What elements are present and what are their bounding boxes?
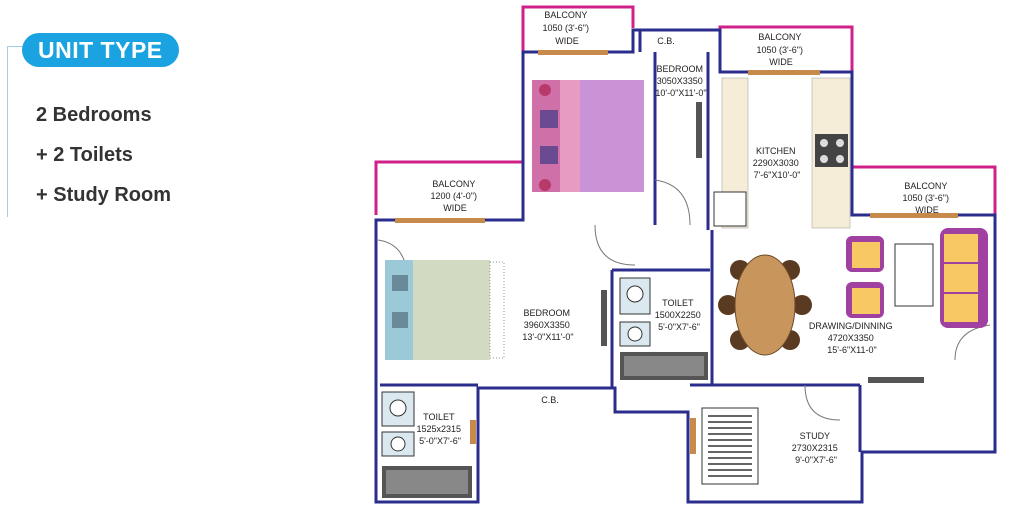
label-toilet-center: TOILET 1500X2250 5'-0"X7'-6" — [655, 298, 704, 332]
label-balcony-kitchen-size: 1050 (3'-6") — [757, 45, 803, 55]
label-balcony-left-name: BALCONY — [432, 179, 475, 189]
label-balcony-kitchen-width: WIDE — [769, 57, 793, 67]
label-toilet-left: TOILET 1525x2315 5'-0"X7'-6" — [416, 412, 463, 446]
label-toilet-left-name: TOILET — [423, 412, 455, 422]
label-toilet-center-name: TOILET — [662, 298, 694, 308]
feature-study-room: + Study Room — [36, 184, 172, 206]
label-kitchen-name: KITCHEN — [756, 146, 796, 156]
label-bedroom-top-size: 3050X3350 — [657, 76, 703, 86]
feature-toilets: + 2 Toilets — [36, 144, 133, 166]
info-bracket — [7, 46, 24, 217]
kitchen-counter-icon — [713, 77, 851, 229]
sofa-set-icon — [846, 228, 988, 328]
label-study-feet: 9'-0"X7'-6" — [795, 455, 837, 465]
label-drawing: DRAWING/DINNING 4720X3350 15'-6"X11-0" — [809, 321, 895, 355]
label-study-size: 2730X2315 — [792, 443, 838, 453]
door-sills — [395, 50, 958, 454]
label-balcony-right-size: 1050 (3'-6") — [903, 193, 949, 203]
walls — [374, 28, 997, 504]
tv-unit-icon — [868, 377, 924, 383]
label-balcony-left-width: WIDE — [443, 203, 467, 213]
label-balcony-kitchen-name: BALCONY — [758, 32, 801, 42]
label-kitchen: KITCHEN 2290X3030 7'-6"X10'-0" — [753, 146, 802, 180]
label-drawing-name: DRAWING/DINNING — [809, 321, 893, 331]
unit-info-panel: UNIT TYPE 2 Bedrooms + 2 Toilets + Study… — [0, 0, 360, 260]
label-drawing-feet: 15'-6"X11-0" — [827, 345, 876, 355]
label-balcony-kitchen: BALCONY 1050 (3'-6") WIDE — [757, 32, 806, 67]
label-balcony-top: BALCONY 1050 (3'-6") WIDE — [543, 10, 592, 46]
wardrobe-main-icon — [601, 290, 607, 346]
label-balcony-top-width: WIDE — [555, 36, 579, 46]
bed-main-icon — [385, 260, 505, 360]
label-bedroom-top-name: BEDROOM — [656, 64, 703, 74]
label-cb-top: C.B. — [657, 36, 675, 46]
label-balcony-right-width: WIDE — [915, 205, 939, 215]
wardrobe-top-icon — [696, 102, 702, 158]
toilet-left-fixtures-icon — [381, 391, 472, 498]
label-cb-bottom: C.B. — [541, 395, 559, 405]
label-bedroom-main-name: BEDROOM — [523, 308, 570, 318]
label-study-name: STUDY — [800, 431, 830, 441]
label-balcony-top-size: 1050 (3'-6") — [543, 23, 589, 33]
label-toilet-left-size: 1525x2315 — [416, 424, 461, 434]
toilet-center-fixtures-icon — [619, 277, 708, 380]
label-bedroom-main-feet: 13'-0"X11'-0" — [522, 332, 573, 342]
label-balcony-top-name: BALCONY — [544, 10, 587, 20]
bed-top-icon — [532, 80, 644, 192]
label-drawing-size: 4720X3350 — [828, 333, 874, 343]
label-balcony-left: BALCONY 1200 (4'-0") WIDE — [431, 179, 480, 213]
label-kitchen-feet: 7'-6"X10'-0" — [754, 170, 801, 180]
label-bedroom-top-feet: 10'-0"X11'-0" — [655, 88, 706, 98]
label-balcony-right: BALCONY 1050 (3'-6") WIDE — [903, 181, 952, 215]
unit-type-heading: UNIT TYPE — [22, 33, 179, 67]
label-balcony-right-name: BALCONY — [904, 181, 947, 191]
feature-bedrooms: 2 Bedrooms — [36, 104, 152, 126]
dining-table-icon — [718, 254, 812, 356]
label-toilet-left-feet: 5'-0"X7'-6" — [419, 436, 461, 446]
label-study: STUDY 2730X2315 9'-0"X7'-6" — [792, 431, 841, 465]
label-bedroom-main: BEDROOM 3960X3350 13'-0"X11'-0" — [522, 308, 573, 342]
label-toilet-center-size: 1500X2250 — [655, 310, 701, 320]
label-kitchen-size: 2290X3030 — [753, 158, 799, 168]
study-desk-icon — [701, 407, 759, 485]
label-bedroom-top: BEDROOM 3050X3350 10'-0"X11'-0" — [655, 64, 706, 98]
label-balcony-left-size: 1200 (4'-0") — [431, 191, 477, 201]
label-bedroom-main-size: 3960X3350 — [524, 320, 570, 330]
label-toilet-center-feet: 5'-0"X7'-6" — [658, 322, 700, 332]
